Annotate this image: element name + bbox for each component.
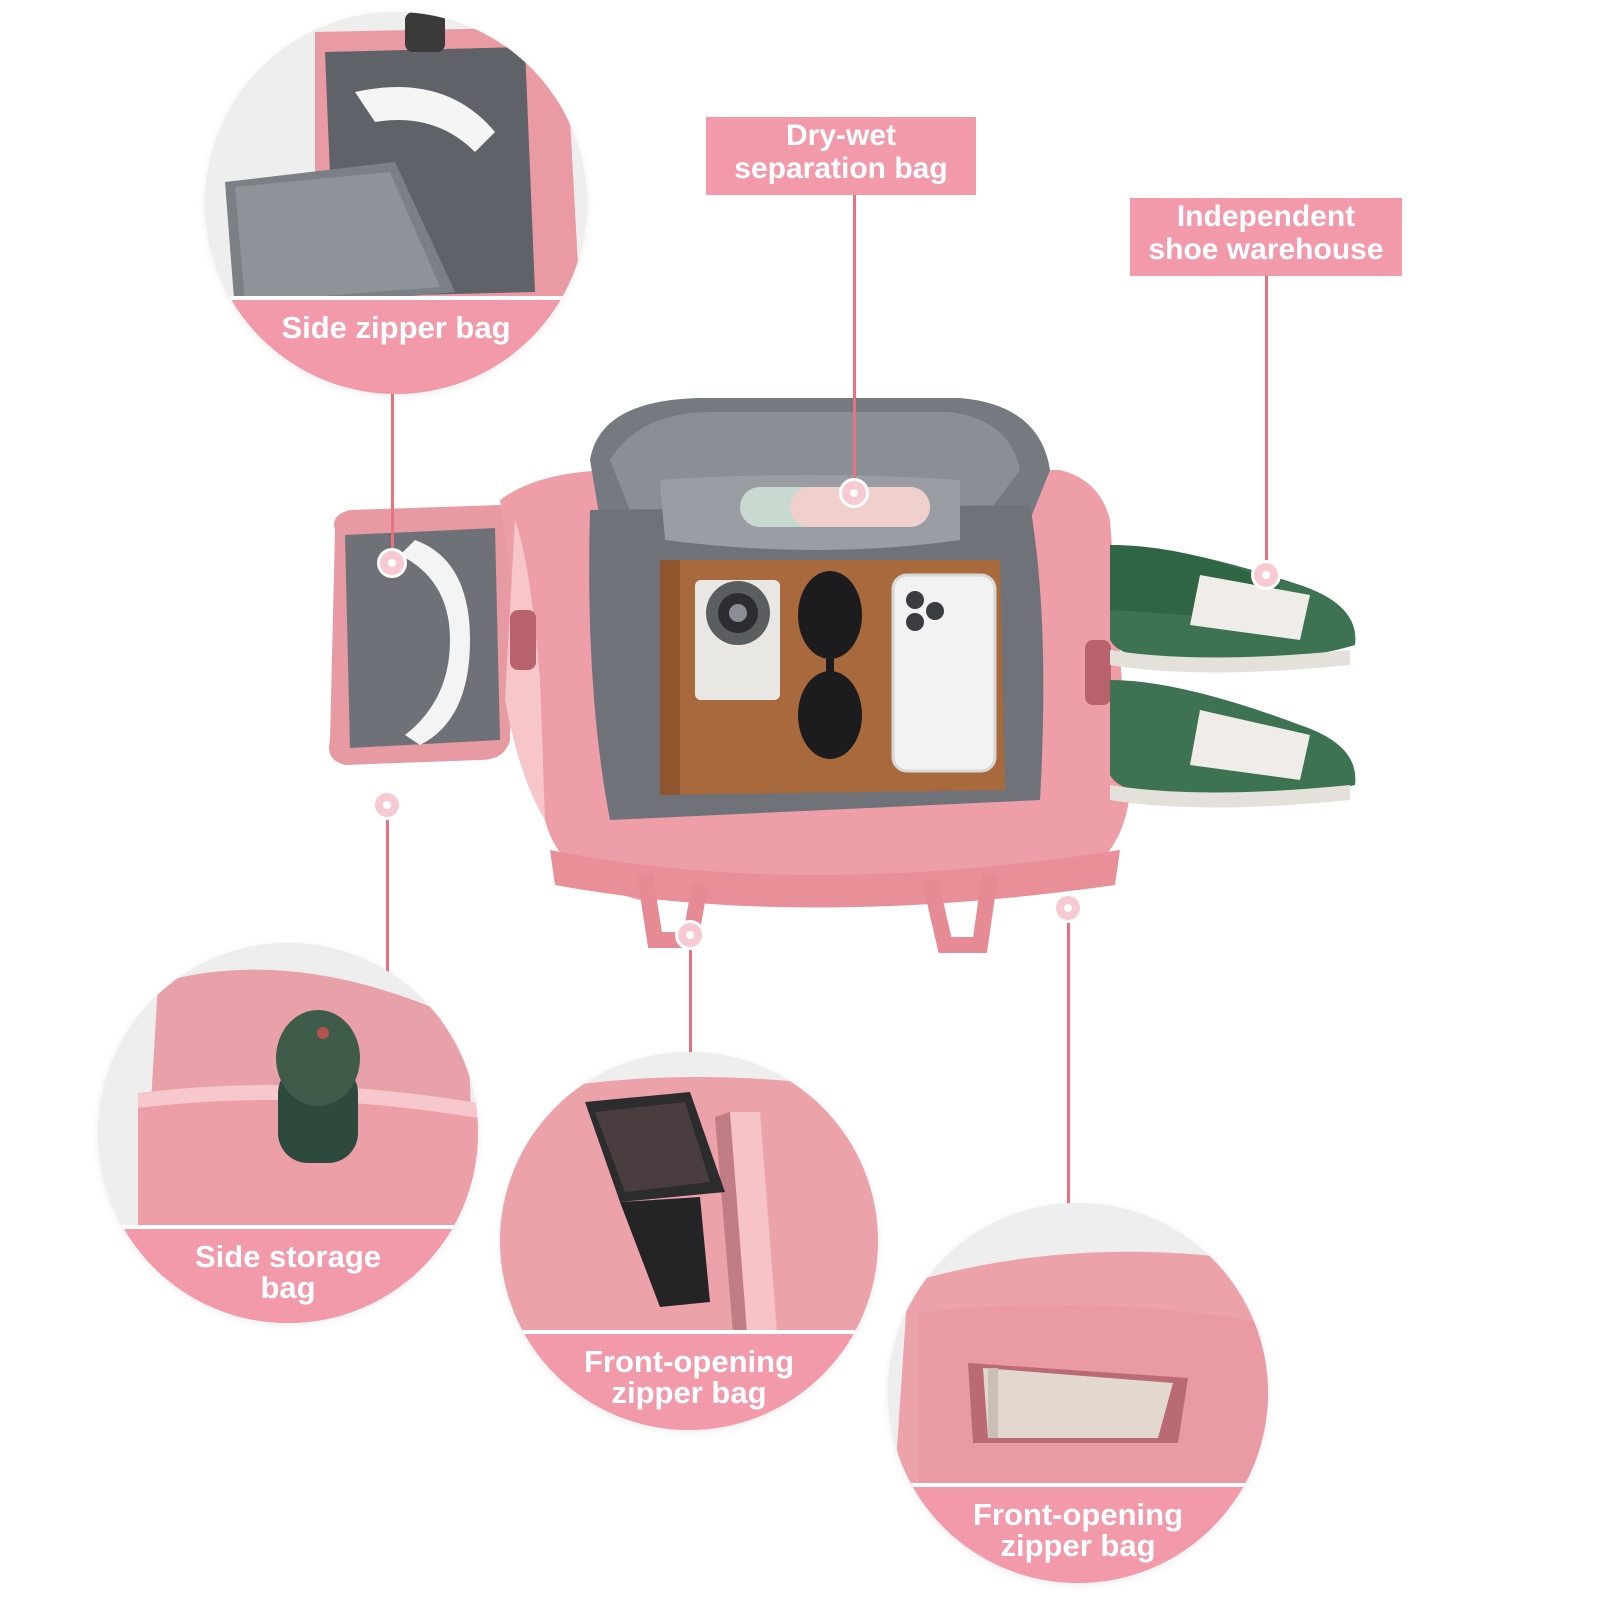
side-storage-bag-label: Side storage bag [194, 1239, 382, 1305]
detail-circle-side-zipper: Side zipper bag [205, 12, 587, 394]
side-zipper-band: Side zipper bag [205, 296, 587, 394]
marker-side-zipper [377, 548, 407, 578]
marker-front-opening-2 [1053, 893, 1083, 923]
marker-dry-wet [839, 478, 869, 508]
leader-line-shoe [1265, 275, 1268, 565]
leader-line-side-storage [386, 805, 389, 975]
leader-line-front-opening-2 [1067, 908, 1070, 1213]
marker-side-storage [372, 790, 402, 820]
side-zipper-bag-label: Side zipper bag [281, 310, 511, 345]
front-opening-band-1: Front-opening zipper bag [500, 1330, 878, 1430]
leader-line-front-opening-1 [689, 935, 692, 1060]
front-opening-zipper-bag-label-2: Front-opening zipper bag [972, 1497, 1184, 1563]
leader-line-side-zipper [391, 392, 394, 557]
label-dry-wet-separation-bag: Dry-wet separation bag [706, 117, 976, 195]
marker-front-opening-1 [675, 920, 705, 950]
detail-circle-front-opening-1: Front-opening zipper bag [500, 1052, 878, 1430]
side-storage-band: Side storage bag [98, 1225, 478, 1323]
front-opening-zipper-bag-label-1: Front-opening zipper bag [583, 1344, 795, 1410]
label-independent-shoe-warehouse: Independent shoe warehouse [1130, 198, 1402, 276]
leader-line-dry-wet [853, 193, 856, 483]
marker-shoe [1251, 560, 1281, 590]
detail-circle-front-opening-2: Front-opening zipper bag [888, 1203, 1268, 1583]
detail-circle-side-storage: Side storage bag [98, 943, 478, 1323]
front-opening-band-2: Front-opening zipper bag [888, 1483, 1268, 1583]
